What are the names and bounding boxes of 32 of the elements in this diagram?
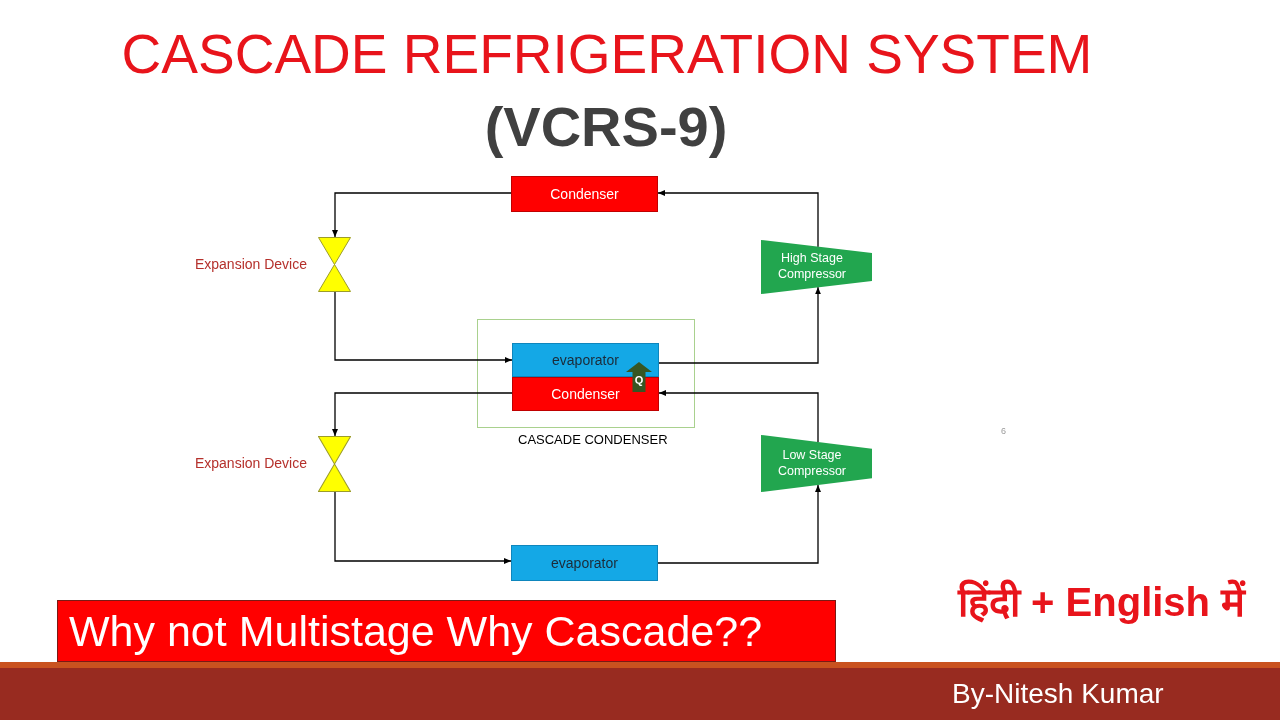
condenser-box <box>512 377 659 411</box>
language-note: हिंदी + English में <box>958 580 1246 624</box>
page-number: 6 <box>1001 426 1006 436</box>
edge-label: Q <box>634 374 644 386</box>
evaporator-box <box>511 545 658 581</box>
flow-arrow <box>657 190 819 248</box>
compressor-shape <box>761 435 872 492</box>
compressor-shape <box>761 240 872 294</box>
title: CASCADE REFRIGERATION SYSTEM <box>121 27 1093 82</box>
box-label: evaporator <box>551 556 618 570</box>
flow-arrow <box>332 392 513 437</box>
box-label: Condenser <box>551 387 620 401</box>
footer-band <box>0 662 1280 720</box>
flow-arrow <box>658 390 819 443</box>
compressor-label: Low Stage Compressor <box>776 447 848 480</box>
box-label: evaporator <box>552 353 619 367</box>
evaporator-box <box>512 343 659 377</box>
heat-flow-arrow <box>626 362 652 392</box>
condenser-box <box>511 176 658 212</box>
flow-arrow <box>657 484 821 564</box>
expansion-valve-symbol <box>318 436 351 492</box>
flow-arrow <box>332 192 512 238</box>
banner-text: Why not Multistage Why Cascade?? <box>69 609 763 653</box>
flow-arrow <box>658 286 821 364</box>
compressor-label: High Stage Compressor <box>776 251 848 283</box>
expansion-valve-symbol <box>318 237 351 292</box>
cascade-condenser-caption: CASCADE CONDENSER <box>518 433 668 446</box>
valve-label: Expansion Device <box>194 255 307 274</box>
question-banner <box>57 600 836 662</box>
valve-label: Expansion Device <box>194 455 307 473</box>
box-label: Condenser <box>550 187 619 201</box>
author-credit: By-Nitesh Kumar <box>952 680 1164 708</box>
